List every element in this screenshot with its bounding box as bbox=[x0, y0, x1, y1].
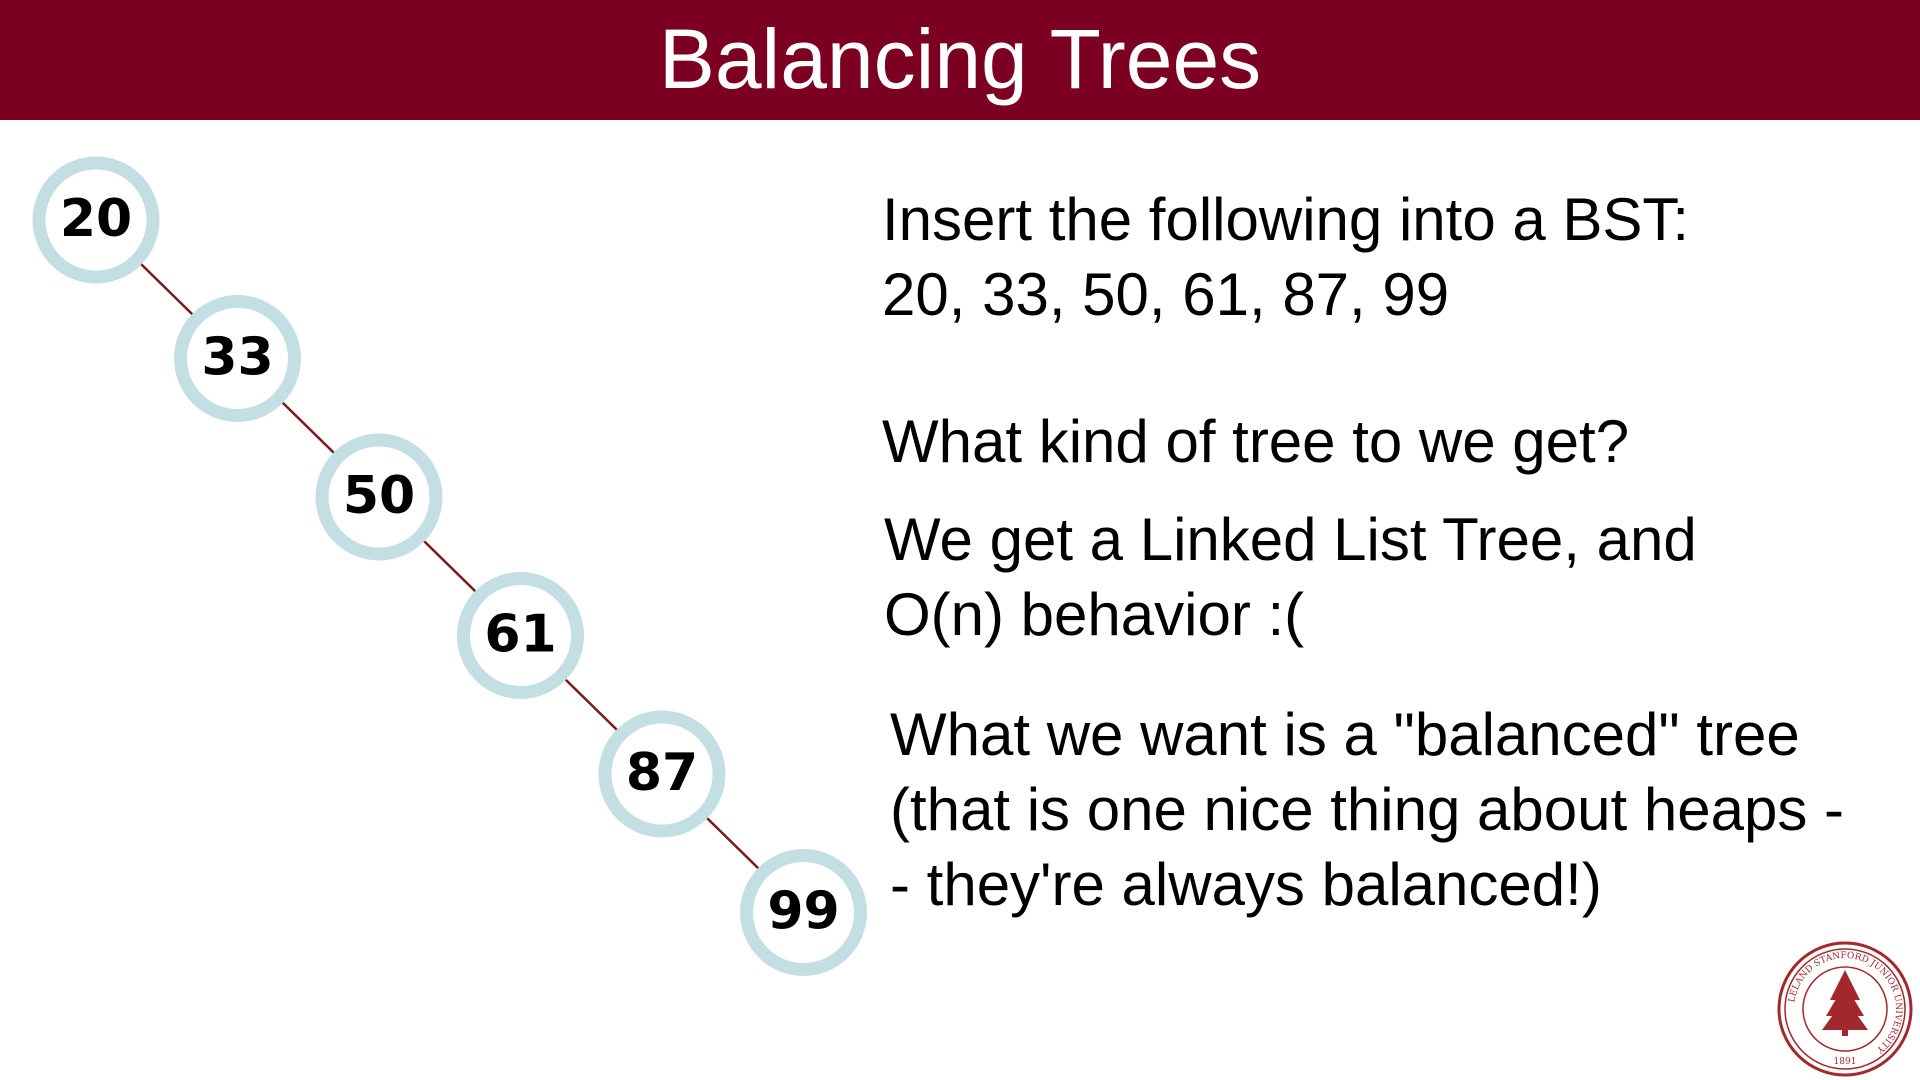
title-bar: Balancing Trees bbox=[0, 0, 1920, 120]
tree-node-circle bbox=[32, 156, 160, 284]
bst-linked-list-diagram: 20 33 50 61 87 99 bbox=[32, 156, 867, 976]
tree-node-label: 87 bbox=[626, 743, 698, 803]
prompt-line-1: Insert the following into a BST: bbox=[882, 186, 1690, 253]
seal-year: 1891 bbox=[1834, 1057, 1857, 1067]
insert-prompt: Insert the following into a BST: 20, 33,… bbox=[882, 182, 1689, 332]
slide-title: Balancing Trees bbox=[658, 12, 1262, 106]
answer-text: We get a Linked List Tree, and O(n) beha… bbox=[884, 502, 1697, 652]
prompt-line-2: 20, 33, 50, 61, 87, 99 bbox=[882, 261, 1450, 328]
tree-node-circle bbox=[315, 433, 443, 561]
tree-node: 33 bbox=[174, 295, 301, 422]
tree-node: 20 bbox=[32, 156, 160, 284]
tree-node-label: 33 bbox=[201, 328, 273, 388]
question-text: What kind of tree to we get? bbox=[882, 404, 1629, 479]
balanced-text: What we want is a "balanced" tree (that … bbox=[890, 697, 1844, 922]
tree-node: 87 bbox=[598, 710, 726, 838]
tree-node-label: 99 bbox=[767, 882, 839, 942]
tree-node-label: 50 bbox=[343, 466, 415, 526]
question-line: What kind of tree to we get? bbox=[882, 408, 1630, 475]
tree-node: 61 bbox=[457, 572, 584, 699]
answer-line-1: We get a Linked List Tree, and bbox=[884, 506, 1697, 573]
tree-node-circle bbox=[598, 710, 726, 838]
tree-node-circle bbox=[174, 295, 301, 422]
tree-node: 99 bbox=[740, 849, 867, 976]
tree-node-label: 61 bbox=[484, 605, 556, 665]
balanced-line-1: What we want is a "balanced" tree bbox=[890, 701, 1800, 768]
stanford-seal-icon: LELAND STANFORD JUNIOR UNIVERSITY 1891 bbox=[1777, 941, 1913, 1077]
tree-node-label: 20 bbox=[60, 189, 132, 249]
balanced-line-2: (that is one nice thing about heaps - bbox=[890, 776, 1844, 843]
nodes-layer: 20 33 50 61 87 99 bbox=[32, 156, 867, 976]
tree-node-circle bbox=[457, 572, 584, 699]
tree-node-circle bbox=[740, 849, 867, 976]
balanced-line-3: - they're always balanced!) bbox=[890, 851, 1602, 918]
answer-line-2: O(n) behavior :( bbox=[884, 581, 1305, 648]
tree-node: 50 bbox=[315, 433, 443, 561]
